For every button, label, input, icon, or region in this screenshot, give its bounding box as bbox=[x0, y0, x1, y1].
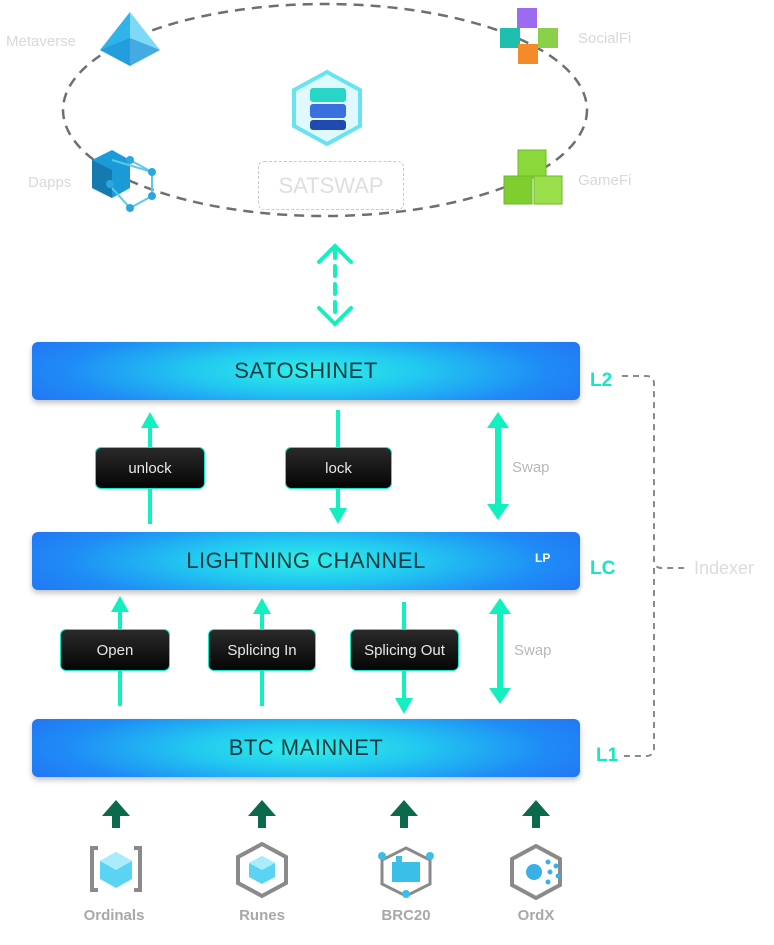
brc20-icon bbox=[378, 846, 434, 898]
dapps-icon bbox=[92, 150, 156, 212]
splicing-in-button[interactable]: Splicing In bbox=[208, 629, 316, 671]
btc-mainnet-layer: BTC MAINNET bbox=[32, 719, 580, 777]
indexer-label: Indexer bbox=[694, 558, 755, 578]
asset-label-brc20: BRC20 bbox=[381, 907, 431, 924]
open-button[interactable]: Open bbox=[60, 629, 170, 671]
unlock-button[interactable]: unlock bbox=[95, 447, 205, 489]
swap-label-lower: Swap bbox=[514, 642, 552, 659]
dapps-label: Dapps bbox=[28, 174, 72, 191]
asset-label-ordinals: Ordinals bbox=[83, 907, 145, 924]
asset-arrows bbox=[102, 800, 550, 828]
swap-arrow-upper bbox=[487, 412, 509, 520]
runes-up-arrow bbox=[248, 800, 276, 828]
level-l1: L1 bbox=[596, 745, 619, 766]
satoshinet-label: SATOSHINET bbox=[234, 358, 378, 383]
socialfi-label: SocialFi bbox=[578, 30, 632, 47]
satswap-box: SATSWAP bbox=[258, 161, 404, 210]
level-l2: L2 bbox=[590, 370, 613, 391]
ecosystem-ellipse bbox=[61, 2, 589, 218]
splicing-out-button[interactable]: Splicing Out bbox=[350, 629, 459, 671]
indexer-bracket bbox=[622, 375, 686, 757]
satswap-logo-icon bbox=[292, 69, 362, 147]
btc-mainnet-label: BTC MAINNET bbox=[228, 735, 384, 760]
asset-label-ordx: OrdX bbox=[517, 907, 555, 924]
lightning-channel-label: LIGHTNING CHANNEL bbox=[186, 548, 426, 573]
metaverse-icon bbox=[100, 12, 160, 66]
runes-icon bbox=[236, 841, 288, 899]
lock-button[interactable]: lock bbox=[285, 447, 392, 489]
lightning-channel-layer: LIGHTNING CHANNEL bbox=[32, 532, 580, 590]
ecosystem-double-arrow bbox=[317, 243, 353, 327]
gamefi-label: GameFi bbox=[578, 172, 632, 189]
swap-label-upper: Swap bbox=[512, 459, 550, 476]
asset-label-runes: Runes bbox=[239, 907, 285, 924]
level-lc: LC bbox=[590, 558, 616, 579]
brc20-up-arrow bbox=[390, 800, 418, 828]
socialfi-icon bbox=[500, 8, 558, 64]
satoshinet-layer: SATOSHINET bbox=[32, 342, 580, 400]
swap-arrow-lower bbox=[489, 598, 511, 704]
metaverse-label: Metaverse bbox=[6, 33, 77, 50]
gamefi-icon bbox=[503, 149, 563, 205]
lp-badge: LP bbox=[535, 551, 551, 565]
ordx-up-arrow bbox=[522, 800, 550, 828]
ordinals-up-arrow bbox=[102, 800, 130, 828]
ordinals-icon bbox=[90, 846, 142, 892]
ordx-icon bbox=[510, 843, 562, 901]
